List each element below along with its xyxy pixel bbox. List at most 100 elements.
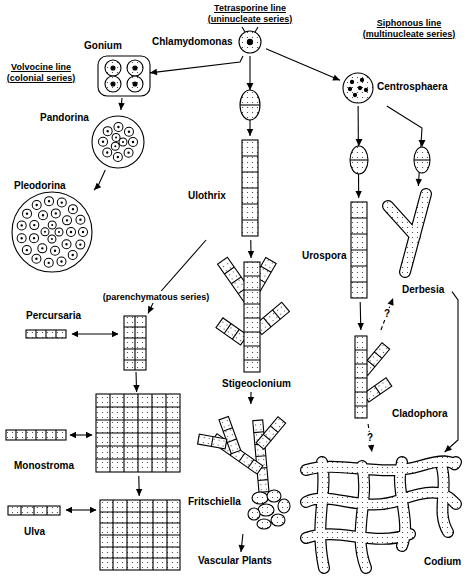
ulva-thallus-part (8, 506, 60, 515)
pleodorina-colony-part (33, 213, 71, 251)
organism-node: Ulothrix (186, 136, 268, 240)
monostroma-thallus-part (6, 430, 66, 440)
pandorina-colony-part (103, 127, 133, 157)
evolution-arrow (248, 240, 254, 258)
series-heading-box: Tetrasporine line (uninucleate series) (195, 3, 305, 25)
stigeoclonium-thallus-part (244, 276, 260, 360)
fritschiella-thallus-part-part (198, 434, 227, 449)
two-cell-stage-part (419, 140, 426, 147)
organism-name: Stigeoclonium (222, 378, 291, 390)
organism-name: Monostroma (14, 460, 74, 472)
cladophora-thallus-part-part (375, 386, 381, 394)
chlamydomonas-cell-part (239, 31, 261, 53)
evolution-arrow (133, 372, 139, 392)
centrosphaera-cell (343, 73, 373, 103)
evolution-arrow (387, 106, 422, 186)
arrow-head (355, 191, 361, 198)
organism-name: Percursaria (26, 310, 81, 322)
gonium-colony-part (105, 76, 121, 92)
arrow-head (388, 298, 394, 306)
pandorina-colony-part (113, 137, 123, 147)
ulothrix-filament-part (242, 140, 258, 236)
organism-node: Chlamydomonas (152, 28, 266, 56)
monostroma-thallus-part (96, 394, 180, 472)
centrosphaera-cell-part (358, 86, 361, 89)
edge-label: ? (382, 308, 392, 320)
arrow-head (150, 69, 157, 75)
gonium-colony-part (127, 60, 143, 76)
series-heading: Tetrasporine line (uninucleate series) (195, 3, 305, 25)
series-heading: Volvocine line (colonial series) (4, 62, 78, 84)
two-cell-stage-part (240, 90, 260, 120)
derbesia-siphon (388, 194, 426, 272)
two-cell-stage (240, 83, 260, 120)
outcome-node: Vascular Plants (196, 552, 284, 570)
gonium-colony-part (127, 76, 143, 92)
edge-label-box: ? (365, 432, 375, 444)
edge-label: ? (365, 432, 375, 444)
organism-name: Urospora (302, 250, 346, 262)
pleodorina-colony-part (21, 201, 83, 263)
arrow-head (239, 545, 245, 552)
arrow-head (133, 385, 139, 392)
series-heading-box: Volvocine line (colonial series) (4, 62, 78, 84)
edge-label-box: ? (382, 308, 392, 320)
two-cell-stage-part (356, 139, 363, 146)
percursaria-thallus-part (36, 330, 56, 338)
cladophora-thallus-part-part (367, 352, 382, 367)
fritschiella-thallus-part (252, 492, 268, 504)
pleodorina-colony-part (21, 201, 83, 263)
pandorina-colony-part (113, 137, 123, 147)
organism-node: Codium (298, 452, 466, 576)
ulva-thallus (8, 500, 180, 570)
organism-name: Gonium (84, 40, 122, 52)
organism-node: Monostroma (4, 392, 182, 476)
stigeoclonium-thallus-part-part (263, 310, 280, 327)
organism-name: Codium (424, 556, 461, 568)
evolution-arrow (239, 534, 245, 552)
evolution-arrow (150, 56, 243, 75)
ulothrix-filament (242, 140, 258, 236)
edge-label-box: (parenchymatous series) (101, 291, 212, 303)
urospora-filament-part (351, 218, 367, 282)
arrow-line (445, 292, 458, 452)
pleodorina-colony-part (33, 213, 71, 251)
pandorina-colony-part (113, 137, 123, 147)
arrow-head (445, 445, 452, 452)
organism-name: Vascular Plants (198, 555, 272, 567)
urospora-filament-part (351, 202, 367, 298)
organism-node: Fritschiella (186, 404, 292, 534)
evolution-arrow (248, 392, 254, 404)
codium-tubes (306, 461, 456, 568)
stigeoclonium-thallus-part-part (216, 318, 247, 345)
organism-node: Pandorina (38, 110, 148, 170)
gonium-colony-part (98, 56, 150, 96)
arrow-head (368, 445, 374, 452)
centrosphaera-cell-part (343, 73, 373, 103)
gonium-colony (98, 56, 150, 96)
ulva-thallus-part (100, 500, 180, 570)
chlamydomonas-cell (239, 27, 261, 53)
organism-node: Derbesia (380, 186, 452, 298)
evolution-arrow (445, 292, 458, 452)
organism-node: Gonium (82, 38, 150, 98)
pleodorina-colony-part (12, 192, 92, 272)
pleodorina-colony-part (45, 225, 59, 239)
two-cell-stage-part (350, 146, 368, 174)
codium-tubes-part (306, 461, 456, 568)
stigeoclonium-thallus-part-part (224, 324, 239, 340)
pleodorina-colony-part (33, 213, 71, 251)
chlamydomonas-cell-part (247, 39, 252, 44)
organism-node: Stigeoclonium (214, 258, 298, 392)
centrosphaera-cell-part (360, 78, 363, 81)
organism-node: Percursaria (22, 306, 148, 372)
cladophora-thallus (355, 336, 392, 418)
monostroma-thallus-part (96, 394, 180, 472)
organism-name: Fritschiella (188, 496, 241, 508)
arrow-line (381, 298, 393, 330)
organism-node: Centrosphaera (340, 70, 460, 106)
organism-name: Pleodorina (14, 180, 66, 192)
gonium-colony-part (111, 66, 115, 70)
